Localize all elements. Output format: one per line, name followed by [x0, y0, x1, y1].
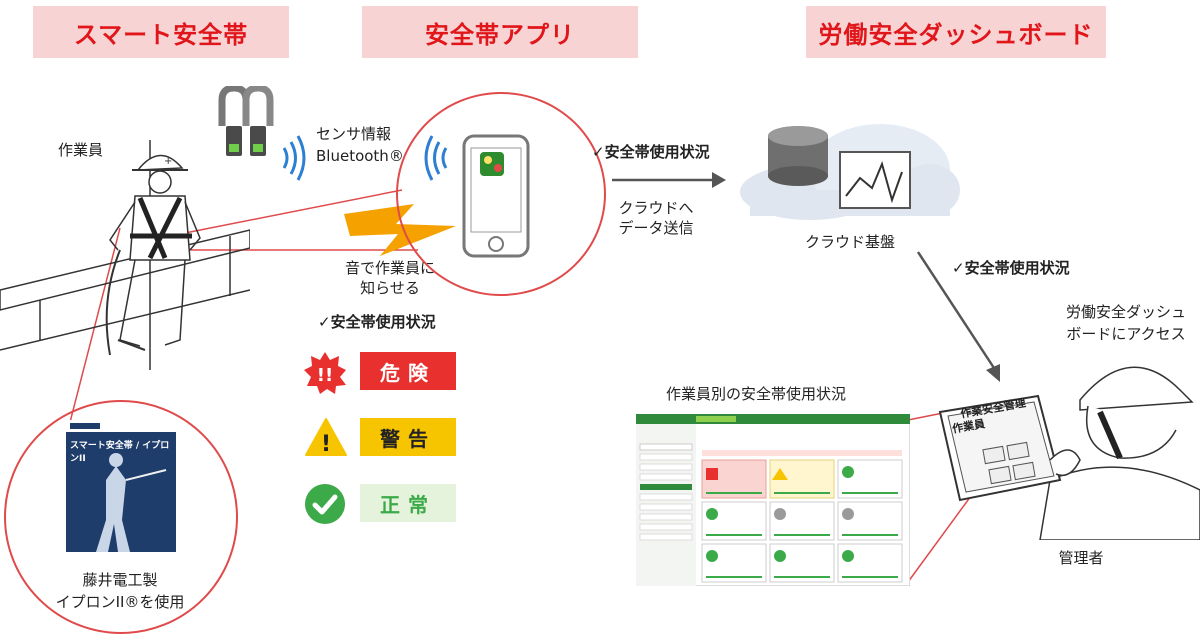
manager-label: 管理者	[1058, 549, 1104, 567]
sound-lightning-icon	[344, 204, 456, 256]
arrow-to-manager	[916, 251, 996, 369]
notify-label-1: 音で作業員に	[344, 259, 435, 277]
check-circle-icon	[305, 484, 345, 524]
dashboard-screenshot	[636, 414, 910, 586]
status-warning-badge: 警告	[360, 418, 456, 456]
status-check-app: ✓安全帯使用状況	[318, 313, 436, 331]
belt-to-app-line-top	[169, 189, 403, 237]
access-label-2: ボードにアクセス	[1066, 325, 1186, 343]
header-app: 安全帯アプリ	[362, 6, 638, 58]
arrow-to-cloud-head	[712, 172, 726, 188]
cloud-send-label-1: クラウドへ	[618, 199, 694, 217]
worker-status-label: 作業員別の安全帯使用状況	[666, 385, 847, 403]
phone-wave-icon	[424, 135, 448, 181]
status-normal-badge: 正常	[360, 484, 456, 522]
svg-text:!: !	[321, 432, 331, 457]
catalog-image	[66, 420, 176, 560]
status-check-cloud: ✓安全帯使用状況	[592, 143, 710, 161]
maker-label-1: 藤井電工製	[82, 571, 158, 589]
status-danger-badge: 危険	[360, 352, 456, 390]
carabiner-sensor-icon	[218, 86, 274, 156]
smartphone-icon	[462, 134, 530, 258]
cloud-server-icon	[740, 124, 960, 220]
worker-illustration: +	[0, 140, 250, 370]
header-smart-belt: スマート安全帯	[33, 6, 289, 58]
sensor-label-1: センサ情報	[316, 125, 392, 143]
worker-label: 作業員	[58, 141, 104, 159]
svg-text:+: +	[164, 156, 172, 167]
svg-text:!!: !!	[317, 365, 333, 386]
catalog-circle	[4, 400, 238, 634]
arrow-to-manager-head	[986, 364, 1000, 382]
sensor-label-2: Bluetooth®	[316, 147, 404, 165]
maker-label-2: イプロンII®を使用	[55, 593, 185, 611]
header-dashboard: 労働安全ダッシュボード	[806, 6, 1106, 58]
manager-illustration	[938, 366, 1200, 540]
burst-exclamation-icon: !!	[304, 352, 346, 394]
catalog-title: スマート安全帯 / イプロンII	[70, 441, 170, 464]
cloud-send-label-2: データ送信	[618, 219, 694, 237]
cloud-base-label: クラウド基盤	[804, 233, 895, 251]
notify-label-2: 知らせる	[360, 279, 420, 297]
warning-triangle-icon: !	[305, 418, 347, 457]
app-circle	[396, 92, 606, 296]
status-check-dashboard: ✓安全帯使用状況	[952, 259, 1070, 277]
bluetooth-wave-icon	[282, 135, 306, 181]
belt-to-catalog-line	[67, 227, 121, 431]
access-label-1: 労働安全ダッシュ	[1065, 303, 1186, 321]
